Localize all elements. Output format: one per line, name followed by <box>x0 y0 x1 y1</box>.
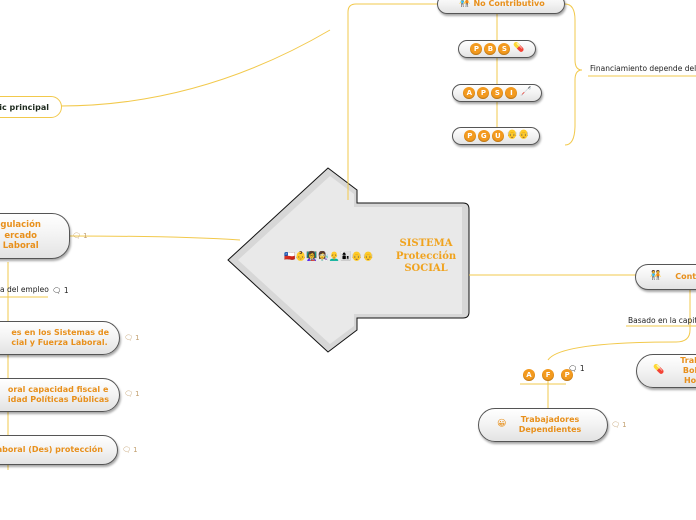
pill-icon: 💊 <box>513 43 525 54</box>
central-emojis: 🇨🇱👶👩‍🏫👩‍🔬👨‍🦲👩‍👦👴👴 <box>284 252 374 262</box>
topic-principal-label: pic principal <box>0 102 49 112</box>
regulacion-node[interactable]: gulación ercado Laboral <box>0 213 70 259</box>
empleo-label: a del empleo <box>0 285 49 294</box>
letter-badge: P <box>561 369 574 381</box>
contributivo-label: Contr <box>675 272 696 281</box>
comment-icon: 🗨 <box>124 390 133 398</box>
letter-badge: F <box>542 369 555 381</box>
afp-comment[interactable]: 🗨 1 <box>568 364 585 373</box>
letter-badge: P <box>463 130 476 142</box>
sistemas-fuerza-laboral-comment[interactable]: 🗨 1 <box>124 334 140 342</box>
regulacion-label: gulación ercado Laboral <box>0 220 41 252</box>
pill-icon: 💊 <box>653 365 665 376</box>
capacidad-fiscal-comment[interactable]: 🗨 1 <box>124 390 140 398</box>
des-proteccion-label: Laboral (Des) protección <box>0 445 103 454</box>
empleo-comment[interactable]: 🗨 1 <box>52 286 69 295</box>
letter-badge: A <box>463 87 476 99</box>
smile-icon: 😀 <box>497 419 507 429</box>
regulacion-comment[interactable]: 🗨 1 <box>72 232 88 240</box>
capacidad-fiscal-label: oral capacidad fiscal e idad Políticas P… <box>7 385 109 404</box>
letter-badge: G <box>477 130 490 142</box>
letter-badge: I <box>505 87 518 99</box>
capital-basis-label: Basado en la capital <box>628 316 696 325</box>
elderly-icon: 👴👴 <box>506 130 530 141</box>
contributivo-node[interactable]: 🧑‍🤝‍🧑 Contr <box>635 264 696 290</box>
comment-icon: 🗨 <box>122 446 131 454</box>
sistemas-fuerza-laboral-label: es en los Sistemas de cial y Fuerza Labo… <box>11 328 109 347</box>
letter-badge: S <box>498 43 511 55</box>
people-icon: 🧑‍🤝‍🧑 <box>650 271 662 282</box>
comment-icon: 🗨 <box>124 334 133 342</box>
trabajadores-dependientes-node[interactable]: 😀 Trabajadores Dependientes <box>478 408 608 442</box>
financing-label: Financiamiento depende del im <box>590 64 696 73</box>
topic-principal-node[interactable]: pic principal <box>0 96 62 118</box>
people-icon: 🧑‍🤝‍🧑 <box>459 0 471 9</box>
sistemas-fuerza-laboral-node[interactable]: es en los Sistemas de cial y Fuerza Labo… <box>0 321 120 355</box>
comment-icon: 🗨 <box>568 364 578 373</box>
letter-badge: P <box>477 87 490 99</box>
cane-icon: 🦯 <box>520 87 532 98</box>
no-contributivo-node[interactable]: 🧑‍🤝‍🧑 No Contributivo <box>437 0 565 14</box>
letter-badge: A <box>523 369 535 381</box>
no-contributivo-label: No Contributivo <box>473 0 545 8</box>
pbs-node[interactable]: P B S 💊 <box>458 40 536 58</box>
trabajadores-dependientes-comment[interactable]: 🗨 1 <box>611 421 627 429</box>
central-title[interactable]: SISTEMA Protección SOCIAL <box>395 238 457 274</box>
pgu-node[interactable]: P G U 👴👴 <box>452 127 540 145</box>
apsi-node[interactable]: A P S I 🦯 <box>452 84 542 102</box>
afp-node[interactable]: A F P <box>522 362 574 381</box>
trabajadores-otros-node[interactable]: 💊 Trab Bol Ho <box>636 354 696 388</box>
des-proteccion-comment[interactable]: 🗨 1 <box>122 446 138 454</box>
comment-icon: 🗨 <box>611 421 620 429</box>
comment-icon: 🗨 <box>52 286 62 295</box>
trabajadores-dependientes-label: Trabajadores Dependientes <box>518 415 582 434</box>
letter-badge: S <box>491 87 504 99</box>
letter-badge: B <box>484 43 497 55</box>
des-proteccion-node[interactable]: Laboral (Des) protección <box>0 435 118 465</box>
comment-icon: 🗨 <box>72 232 81 240</box>
capacidad-fiscal-node[interactable]: oral capacidad fiscal e idad Políticas P… <box>0 378 120 412</box>
trabajadores-otros-label: Trab Bol Ho <box>680 356 696 385</box>
letter-badge: U <box>491 130 504 142</box>
letter-badge: P <box>470 43 483 55</box>
